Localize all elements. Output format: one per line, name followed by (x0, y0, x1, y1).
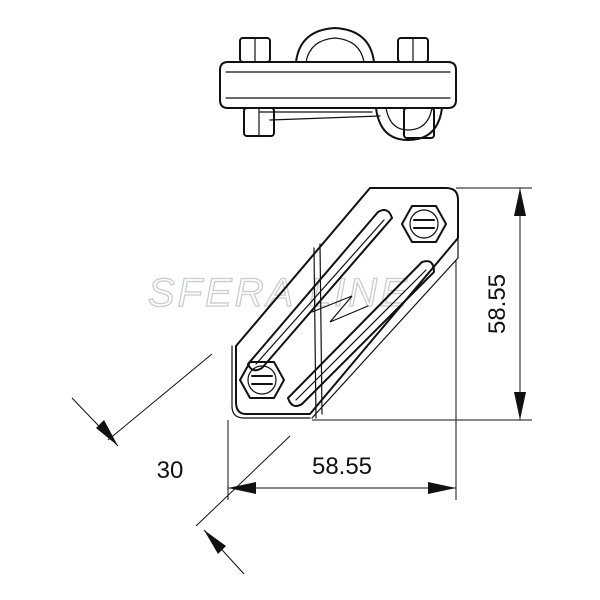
clamp-body-depth (231, 345, 311, 419)
front-view (231, 187, 459, 419)
clamp-groove-lower-inner (295, 269, 427, 401)
top-view-lower-saddle (375, 107, 443, 141)
top-view-upper-saddle (295, 27, 375, 63)
dimension-vertical: 58.55 (312, 187, 532, 421)
dim-d-arrow-lower (204, 530, 226, 554)
top-view-upper-saddle-inner (305, 37, 365, 63)
dim-h-arrow-left (228, 482, 256, 494)
clamp-groove-lower (287, 260, 435, 407)
dimension-horizontal: 58.55 (227, 260, 457, 500)
dim-d-label: 30 (157, 457, 184, 484)
dim-v-arrow-bottom (514, 392, 526, 420)
watermark-bolt-icon (311, 295, 369, 323)
dim-v-label: 58.55 (484, 274, 511, 334)
dim-h-arrow-right (428, 482, 456, 494)
bolt-circle-lower (247, 365, 277, 395)
clamp-split-line-2 (319, 243, 323, 415)
bolt-hex-upper (401, 205, 447, 243)
top-view-outer-plate (219, 61, 457, 109)
clamp-body-bottom-edge (311, 257, 459, 419)
clamp-groove-upper-inner (255, 219, 385, 365)
dim-v-arrow-top (514, 188, 526, 216)
dim-d-extension-lower (195, 435, 291, 527)
clamp-groove-upper (247, 209, 393, 372)
bolt-hex-lower (239, 361, 285, 399)
dim-d-extension-upper (107, 353, 213, 441)
top-view-lower-saddle-inner (385, 107, 433, 131)
bolt-circle-upper (409, 209, 439, 239)
dimension-diagonal: 30 (71, 353, 291, 575)
watermark-text: SFERA LINE (148, 271, 410, 315)
dim-h-label: 58.55 (312, 453, 372, 480)
clamp-body-outline (235, 187, 459, 415)
watermark: SFERA LINE (147, 270, 410, 323)
top-view (219, 27, 457, 141)
top-view-nut-right (403, 107, 435, 139)
dim-d-arrow-upper (96, 420, 118, 446)
top-view-body-lines (259, 111, 381, 121)
